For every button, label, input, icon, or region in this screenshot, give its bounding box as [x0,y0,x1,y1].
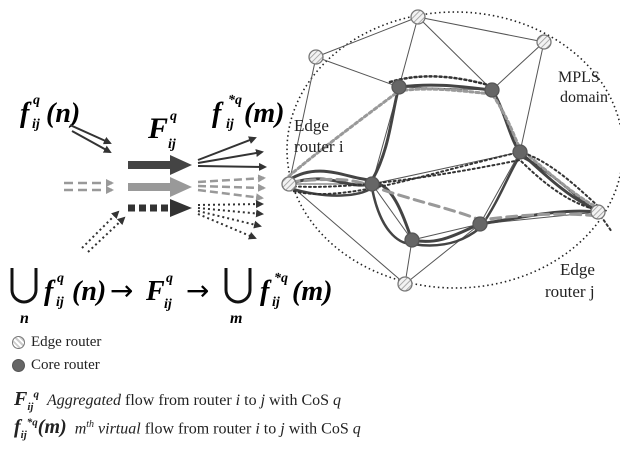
svg-text:→: → [186,274,209,307]
incoming-flow-symbol: f q ij (n) [20,93,80,132]
core-router-legend-icon [12,359,25,372]
core-routers [364,79,528,248]
svg-text:ij: ij [56,295,64,310]
legend-edge-router: Edge router [12,334,101,351]
svg-text:(n): (n) [46,98,80,129]
edge-router-j-label-line2: router j [545,282,595,301]
edge-router-node [308,49,324,65]
core-router-node [484,82,500,98]
mpls-label-line1: MPLS [558,69,600,86]
virtual-flow-def-symbol: fij*q(m) [14,416,67,441]
edge-router-i-label-line2: router i [294,137,344,156]
edge-router-node [590,204,606,220]
aggregated-flow-def-symbol: Fijq [14,388,39,413]
svg-text:*q: *q [228,93,242,108]
aggregated-flow-def-text: Aggregated flow from router i to j with … [46,392,342,409]
mpls-domain-boundary [286,11,620,289]
edge-router-i-label-line1: Edge [294,116,329,135]
virtual-flow-symbol: f *q ij (m) [212,93,284,132]
edge-router-j-label-line1: Edge [560,260,595,279]
aggregated-flow-symbol: F q ij [147,109,177,152]
edge-router-node [397,276,413,292]
svg-text:(n): (n) [72,276,106,307]
svg-text:m: m [230,310,242,327]
core-router-node [472,216,488,232]
svg-text:*q: *q [274,271,288,286]
svg-text:ij: ij [272,295,280,310]
virtual-flow-arrows [197,136,267,240]
definition-virtual-flow: fij*q(m) mth virtual flow from router i … [14,416,361,441]
svg-text:ij: ij [168,137,176,152]
definition-aggregated-flow: Fijq Aggregated flow from router i to j … [14,388,341,413]
aggregated-flow-arrows [128,155,192,217]
svg-text:f: f [20,98,32,129]
mpls-label-line2: domain [560,89,608,106]
svg-text:n: n [20,310,29,327]
svg-text:q: q [170,109,177,124]
svg-text:q: q [57,271,64,286]
svg-text:F: F [145,276,165,307]
core-router-node [404,232,420,248]
legend-core-router: Core router [12,357,100,374]
union-equation: n f q ij (n) → F q ij → m f *q ij (m) [10,268,332,327]
legend-core-router-label: Core router [31,357,100,373]
svg-text:ij: ij [32,117,40,132]
edge-routers [281,9,606,292]
core-router-node [364,176,380,192]
edge-router-node [281,176,297,192]
core-router-node [512,144,528,160]
svg-text:f: f [44,276,56,307]
svg-text:F: F [147,112,168,145]
svg-text:f: f [212,98,224,129]
virtual-flow-def-text: mth virtual flow from router i to j with… [74,418,361,437]
svg-text:f: f [260,276,272,307]
edge-router-node [536,34,552,50]
incoming-flow-arrows [64,124,126,253]
edge-router-node [410,9,426,25]
svg-text:→: → [110,274,133,307]
svg-text:(m): (m) [244,98,284,129]
legend-edge-router-label: Edge router [31,334,102,350]
svg-text:(m): (m) [292,276,332,307]
svg-text:ij: ij [164,297,172,312]
svg-text:q: q [33,93,40,108]
svg-text:ij: ij [226,117,234,132]
core-router-node [391,79,407,95]
svg-text:q: q [166,271,173,286]
edge-router-legend-icon [12,336,25,349]
